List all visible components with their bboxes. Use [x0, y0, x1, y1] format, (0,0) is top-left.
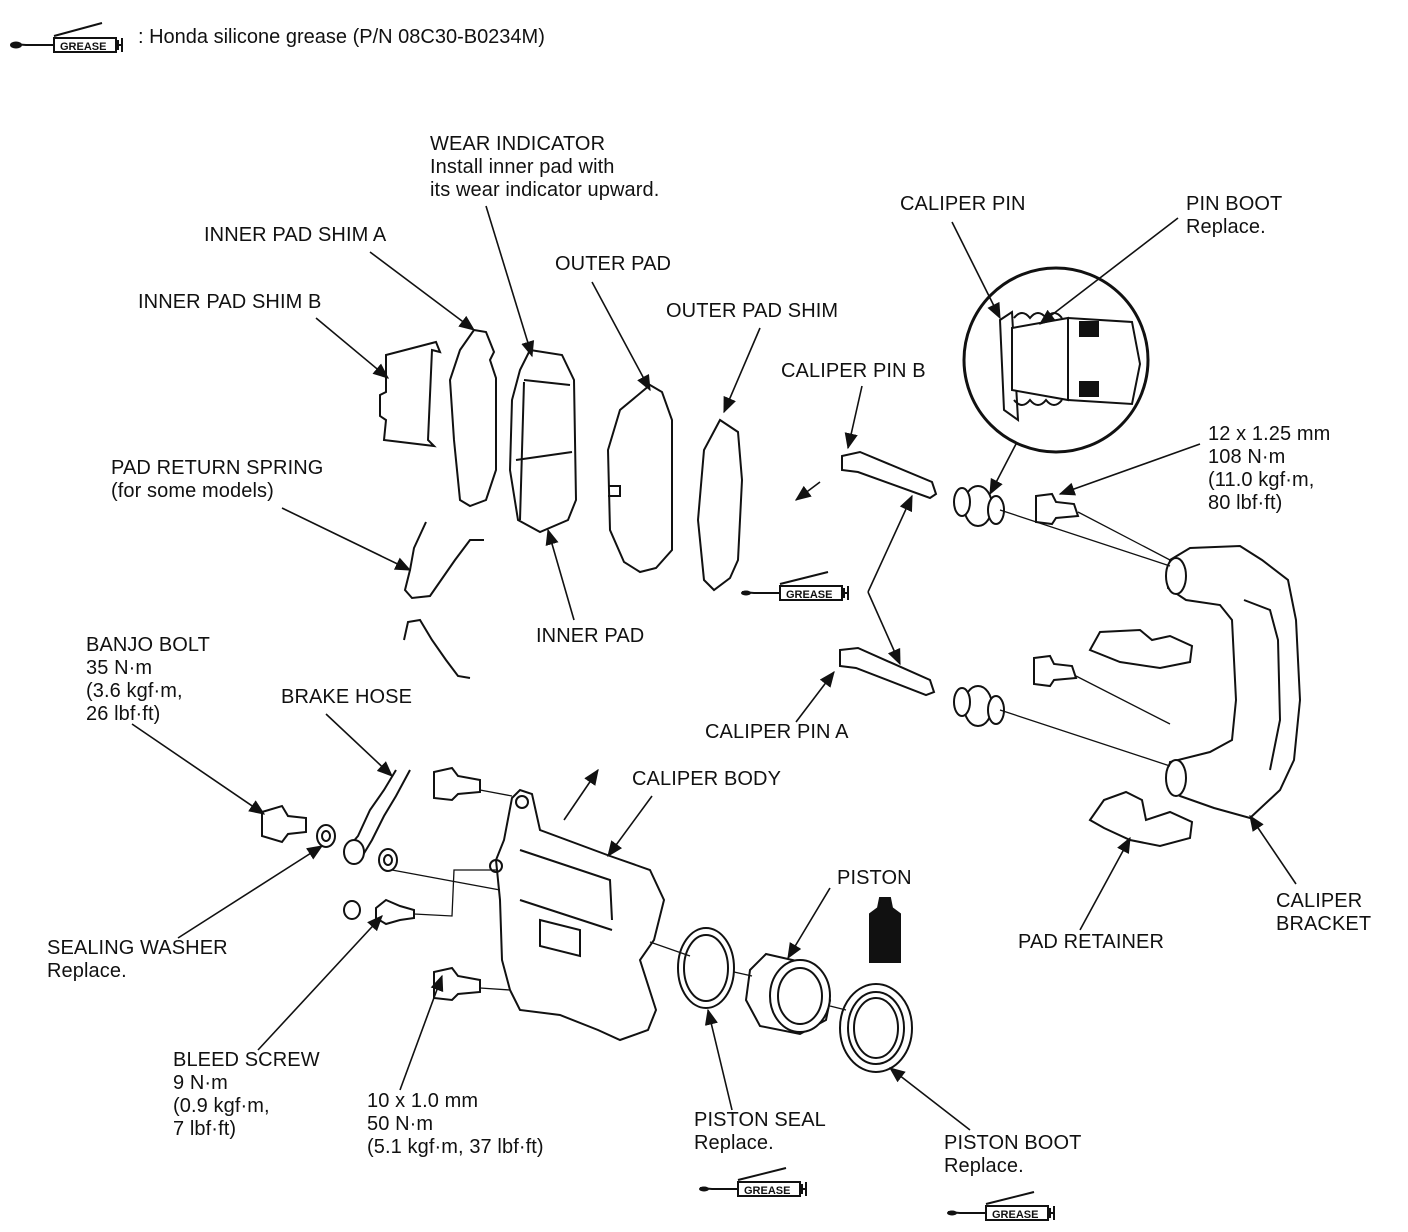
label-piston: PISTON: [837, 867, 912, 889]
caliper-body: [494, 788, 666, 1042]
leader-pad-retainer: [1079, 836, 1131, 931]
leader-piston-seal: [704, 1008, 733, 1111]
bracket-bolt-lower: [1033, 654, 1078, 688]
label-pad-return-spring: PAD RETURN SPRING(for some models): [111, 457, 324, 502]
bleed-screw-cap: [343, 900, 361, 920]
pin-boot-upper: [953, 485, 1005, 527]
brake-fluid-label: BRAKE FLUID: [854, 930, 861, 976]
leader-outer-pad: [591, 281, 651, 392]
outer-pad-shim: [696, 418, 744, 592]
leader-caliper-pin-a: [795, 670, 835, 723]
leader-bolt-12: [1058, 443, 1201, 496]
grease-icon-pin: GREASE: [740, 571, 849, 601]
outer-pad: [606, 383, 673, 574]
leader-inner-pad-shim-b: [315, 317, 390, 379]
pad-retainer-lower: [1088, 790, 1194, 848]
sealing-washer-right: [378, 848, 398, 872]
label-caliper-pin-b: CALIPER PIN B: [781, 360, 926, 382]
leader-caliper-pin: [951, 221, 1001, 320]
pad-return-spring-upper: [403, 521, 484, 600]
grease-icon-label: GREASE: [60, 41, 106, 53]
leader-pin-boot: [1038, 217, 1179, 325]
leader-sealing-washer: [177, 845, 324, 939]
leader-bleed-screw: [257, 915, 383, 1051]
label-inner-pad-shim-a: INNER PAD SHIM A: [204, 224, 387, 246]
brake-fluid-bottle-icon: [869, 897, 901, 963]
grease-icon-piston-seal: GREASE: [698, 1167, 807, 1197]
label-caliper-pin: CALIPER PIN: [900, 193, 1026, 215]
caliper-pin-a: [839, 646, 936, 697]
leader-outer-pad-shim: [723, 327, 761, 414]
svg-text:GREASE: GREASE: [786, 589, 832, 601]
leader-inner-pad: [545, 528, 575, 621]
caliper-pin-detail-circle: [962, 266, 1150, 454]
legend-text: : Honda silicone grease (P/N 08C30-B0234…: [138, 25, 545, 48]
leader-bolt-10: [399, 974, 444, 1091]
grease-legend: GREASE : Honda silicone grease (P/N 08C3…: [6, 20, 545, 54]
label-inner-pad: INNER PAD: [536, 625, 645, 647]
leader-caliper-pin-b: [844, 385, 863, 450]
label-brake-hose: BRAKE HOSE: [281, 686, 413, 708]
leader-caliper-bracket: [1249, 814, 1297, 885]
leader-piston: [787, 887, 831, 960]
leader-banjo-bolt: [131, 723, 266, 815]
leader-brake-hose: [325, 713, 393, 777]
bracket-bolt-upper: [1035, 492, 1080, 526]
svg-text:GREASE: GREASE: [992, 1209, 1038, 1221]
caliper-bolt-upper: [433, 766, 481, 802]
inner-pad-shim-a: [448, 328, 497, 508]
leader-piston-boot: [888, 1067, 971, 1131]
label-caliper-pin-a: CALIPER PIN A: [705, 721, 849, 743]
pad-return-spring-lower: [403, 618, 471, 679]
sealing-washer-left: [316, 824, 336, 848]
leader-pad-return-spring: [281, 507, 412, 571]
bleed-screw: [375, 898, 415, 926]
inner-pad-shim-b: [379, 340, 442, 448]
svg-text:GREASE: GREASE: [744, 1185, 790, 1197]
brake-hose: [345, 769, 411, 861]
grease-gun-icon: GREASE: [10, 22, 123, 53]
inner-pad: [508, 348, 578, 534]
piston-boot: [839, 983, 913, 1073]
label-pad-retainer: PAD RETAINER: [1018, 931, 1165, 953]
label-outer-pad: OUTER PAD: [555, 253, 672, 275]
label-outer-pad-shim: OUTER PAD SHIM: [666, 300, 839, 322]
pin-boot-lower: [953, 685, 1005, 727]
caliper-bolt-lower: [433, 966, 481, 1002]
banjo-bolt: [261, 804, 307, 844]
piston: [744, 952, 832, 1036]
leader-detail-to-boot: [989, 443, 1017, 496]
label-caliper-body: CALIPER BODY: [632, 768, 782, 790]
caliper-bracket: [1166, 544, 1302, 820]
leader-inner-pad-shim-a: [369, 251, 476, 331]
leader-wear-indicator: [485, 205, 535, 358]
label-inner-pad-shim-b: INNER PAD SHIM B: [138, 291, 322, 313]
pad-retainer-upper: [1088, 628, 1194, 670]
caliper-pin-b: [841, 450, 938, 500]
piston-seal: [677, 927, 735, 1009]
grease-icon-piston-boot: GREASE: [946, 1191, 1055, 1221]
leader-caliper-body: [607, 795, 653, 858]
